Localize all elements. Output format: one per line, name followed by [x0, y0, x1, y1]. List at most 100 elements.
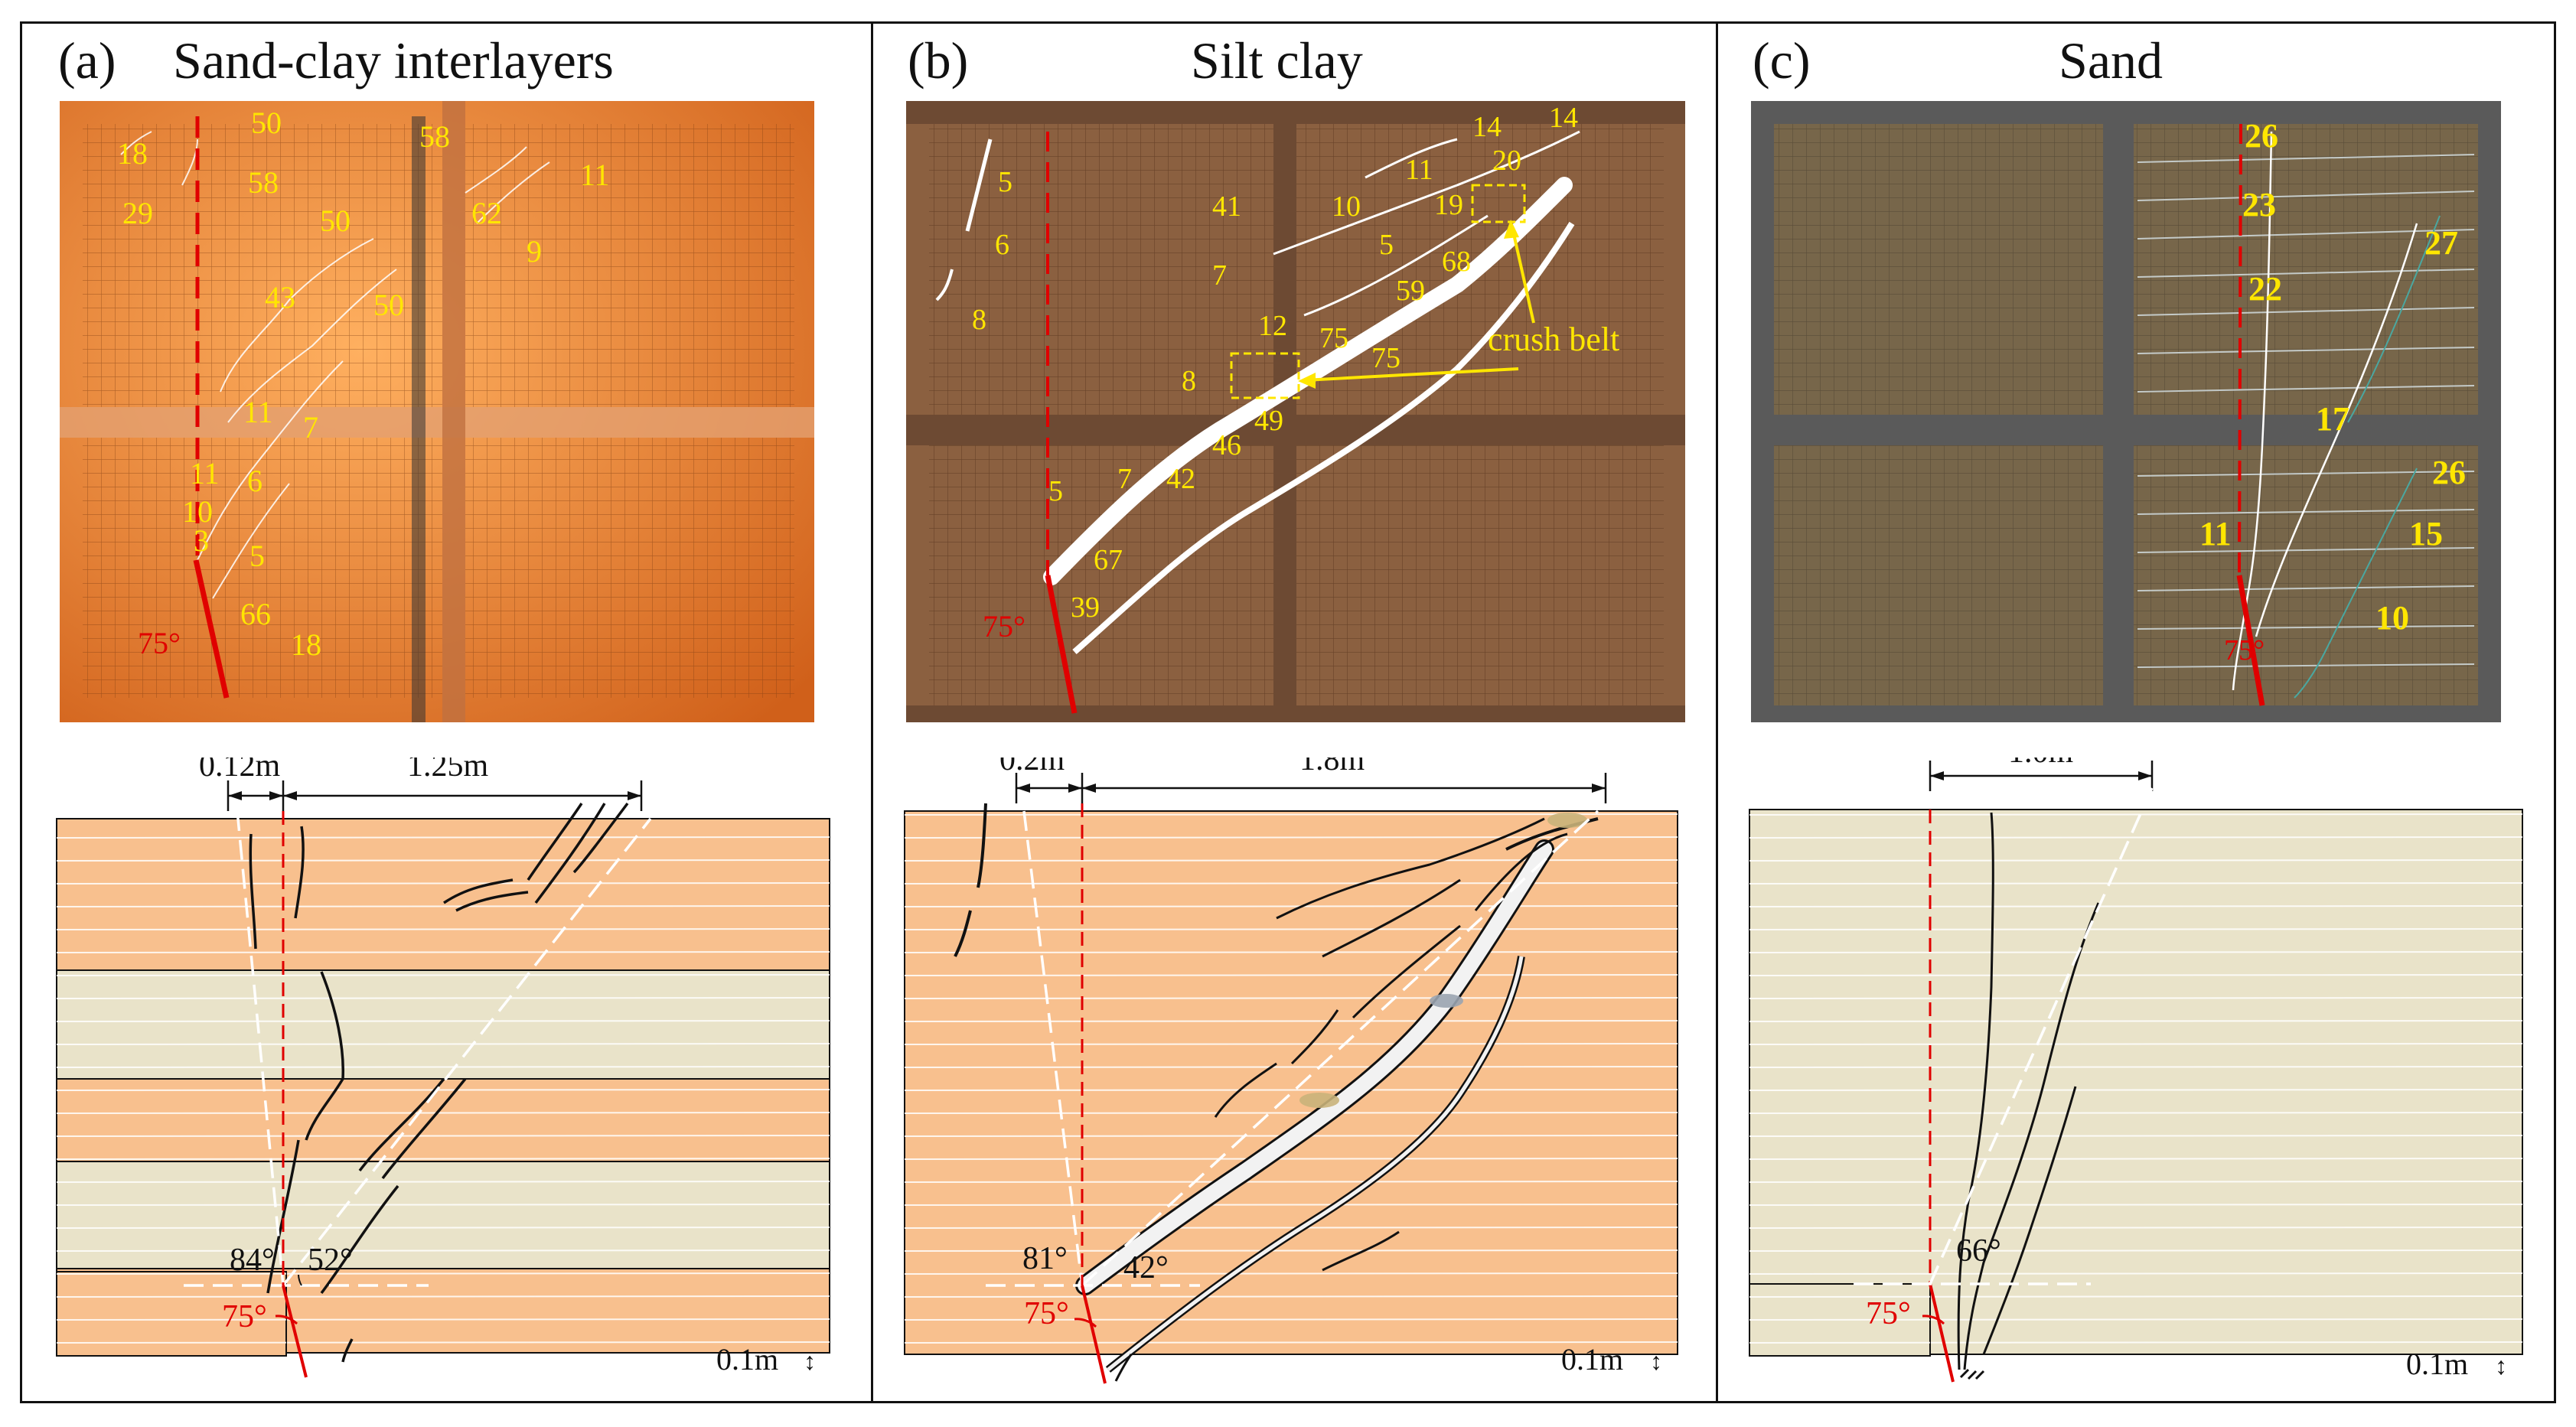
panel-b-tag: (b) — [908, 31, 969, 90]
svg-text:10: 10 — [2375, 599, 2409, 637]
panel-c-diagram: 1.0m 66° 75° 0.1m ↕ — [1749, 757, 2523, 1383]
svg-text:59: 59 — [1396, 275, 1425, 307]
svg-text:75: 75 — [1319, 322, 1348, 354]
panel-c-photo-labels: 26 23 22 27 17 26 11 15 10 — [2199, 117, 2466, 637]
svg-text:11: 11 — [580, 158, 610, 192]
svg-text:19: 19 — [1434, 189, 1463, 221]
svg-text:11: 11 — [2199, 515, 2232, 552]
panel-divider-bc — [1716, 21, 1718, 1403]
svg-text:43: 43 — [265, 280, 295, 314]
panel-c-photo-cracks — [2232, 131, 2418, 691]
panel-c-ref-line-66 — [1929, 787, 2154, 1285]
panel-a-scale: 0.1m — [716, 1342, 778, 1377]
svg-text:8: 8 — [1182, 365, 1196, 397]
panel-a-cracks — [249, 802, 629, 1363]
panel-a-title: Sand-clay interlayers — [173, 31, 614, 90]
panel-c-scale-arrow-icon: ↕ — [2495, 1352, 2507, 1380]
svg-text:58: 58 — [419, 119, 450, 154]
svg-text:18: 18 — [291, 627, 321, 662]
svg-text:11: 11 — [190, 456, 220, 490]
svg-text:5: 5 — [1379, 229, 1394, 261]
panel-a-photo: 75° 50 58 58 18 29 50 43 50 62 11 9 11 7… — [60, 101, 814, 722]
panel-b-ref-line-81 — [1022, 810, 1084, 1286]
panel-c-angle-main: 66° — [1956, 1233, 2001, 1269]
svg-text:14: 14 — [1549, 102, 1578, 134]
panel-b-crush-mark-1 — [1299, 1093, 1339, 1108]
panel-a-angle-right: 52° — [308, 1243, 353, 1278]
panel-b-ref-line-42 — [1081, 810, 1599, 1287]
panel-a-scale-arrow-icon: ↕ — [804, 1347, 816, 1375]
panel-b-fault-angle: 75° — [1024, 1296, 1069, 1331]
svg-text:10: 10 — [182, 494, 213, 529]
svg-text:5: 5 — [1048, 475, 1063, 507]
svg-text:41: 41 — [1212, 191, 1241, 223]
svg-text:49: 49 — [1254, 405, 1283, 437]
panel-b-angle-right: 42° — [1123, 1250, 1169, 1285]
panel-c-cracks — [1957, 812, 2100, 1380]
svg-text:26: 26 — [2245, 117, 2278, 155]
panel-c-photo: 75° 26 23 22 27 17 26 11 15 10 — [1751, 101, 2501, 722]
svg-text:68: 68 — [1442, 246, 1471, 278]
panel-b-photo-cracks — [935, 130, 1580, 655]
panel-divider-ab — [871, 21, 873, 1403]
svg-text:67: 67 — [1094, 544, 1123, 576]
panel-b-angle-left: 81° — [1022, 1241, 1068, 1276]
svg-text:6: 6 — [247, 464, 262, 498]
panel-b-cracks — [954, 803, 1599, 1382]
panel-c-title: Sand — [2059, 31, 2163, 90]
svg-text:11: 11 — [1405, 154, 1433, 186]
panel-a-fault — [282, 1285, 308, 1378]
panel-a-photo-fault-angle: 75° — [138, 626, 181, 660]
panel-b-crush-mark-2 — [1430, 994, 1463, 1008]
panel-a-tag: (a) — [58, 31, 116, 90]
panel-c-scale: 0.1m — [2406, 1347, 2468, 1381]
svg-text:58: 58 — [248, 165, 279, 200]
panel-c-photo-fault-vertical — [2238, 123, 2242, 576]
svg-text:18: 18 — [117, 136, 148, 171]
panel-b-scale: 0.1m — [1561, 1342, 1623, 1377]
panel-b-photo-fault-angle: 75° — [983, 609, 1026, 643]
panel-b-title: Silt clay — [1191, 31, 1363, 90]
svg-text:39: 39 — [1071, 591, 1100, 624]
panel-a-ref-line-84 — [236, 810, 285, 1286]
panel-b-crush-box-1 — [1230, 352, 1300, 399]
panel-b-arrow-1 — [1303, 367, 1519, 382]
panel-c-fault-angle: 75° — [1866, 1296, 1911, 1331]
panel-b-crush-box-2 — [1471, 184, 1526, 223]
panel-b-photo-fault — [1045, 575, 1078, 714]
panel-a-angle-left: 84° — [230, 1243, 275, 1278]
svg-text:29: 29 — [122, 196, 153, 230]
svg-text:46: 46 — [1212, 429, 1241, 461]
svg-text:50: 50 — [373, 288, 404, 322]
svg-text:7: 7 — [1117, 463, 1132, 495]
panel-b-dim-left: 0.2m — [999, 757, 1065, 777]
svg-text:9: 9 — [527, 234, 542, 269]
panel-a-dim-right: 1.25m — [407, 757, 489, 784]
panel-b-scale-arrow-icon: ↕ — [1650, 1347, 1662, 1375]
panel-a-diagram: 0.12m 1.25m 84° 52° 75° 0.1m ↕ — [56, 757, 830, 1378]
figure-frame — [20, 21, 2556, 1403]
panel-a-photo-labels: 50 58 58 18 29 50 43 50 62 11 9 11 7 11 … — [117, 106, 610, 662]
svg-text:66: 66 — [240, 597, 271, 631]
panel-a-photo-fault — [193, 559, 230, 699]
svg-text:7: 7 — [303, 410, 318, 445]
svg-text:26: 26 — [2432, 454, 2466, 491]
svg-text:7: 7 — [1212, 259, 1227, 292]
svg-text:23: 23 — [2242, 186, 2276, 223]
svg-text:3: 3 — [194, 523, 209, 558]
svg-text:42: 42 — [1166, 463, 1195, 495]
svg-text:6: 6 — [995, 229, 1009, 261]
svg-text:27: 27 — [2424, 224, 2458, 262]
panel-a-dim-left: 0.12m — [199, 757, 281, 784]
panel-c-photo-fault-angle: 75° — [2224, 634, 2265, 666]
panel-c-fault — [1929, 1283, 1955, 1383]
svg-text:8: 8 — [972, 304, 986, 336]
panel-c-photo-fault — [2236, 575, 2265, 706]
svg-text:62: 62 — [471, 196, 502, 230]
svg-text:14: 14 — [1472, 111, 1502, 143]
panel-b-fault — [1081, 1285, 1107, 1384]
panel-c-tag: (c) — [1753, 31, 1811, 90]
svg-text:22: 22 — [2248, 270, 2282, 308]
svg-text:12: 12 — [1258, 310, 1287, 342]
panel-b-crush-belt-label: crush belt — [1488, 321, 1619, 358]
